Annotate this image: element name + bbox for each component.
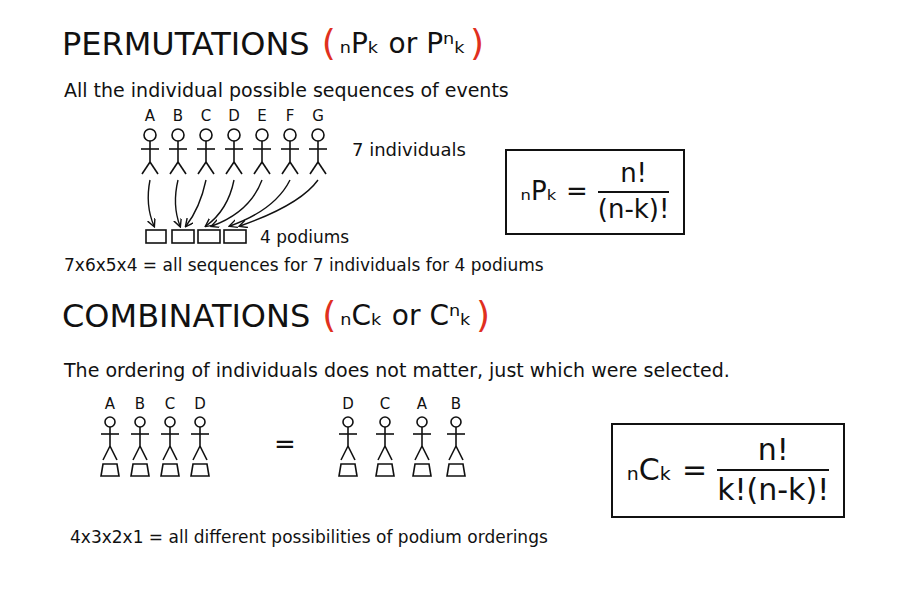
figure-on-podium — [101, 417, 119, 476]
person-letter: B — [135, 396, 145, 413]
formula-box: ₙCₖ = n!k!(n-k)! — [611, 423, 845, 518]
bracket: ( — [322, 22, 336, 63]
section-heading: PERMUTATIONS — [62, 26, 310, 63]
numerator: n! — [758, 433, 789, 470]
selection-arrow — [240, 180, 318, 226]
selection-arrow — [212, 180, 262, 226]
podium — [172, 230, 194, 243]
figure-on-podium — [339, 417, 357, 476]
person-letter: C — [201, 108, 211, 125]
figure-on-podium — [161, 417, 179, 476]
person-letter: D — [342, 396, 354, 413]
person-letter: D — [228, 108, 240, 125]
person-letter: D — [194, 396, 206, 413]
formula-lhs: ₙCₖ = — [627, 453, 707, 488]
description: The ordering of individuals does not mat… — [64, 360, 730, 382]
person-letter: A — [105, 396, 115, 413]
formula-box: ₙPₖ = n!(n-k)! — [505, 149, 686, 235]
stick-figure — [253, 129, 271, 174]
bracket: ) — [470, 22, 484, 63]
count-note: 4 podiums — [260, 228, 349, 248]
person-letter: G — [312, 108, 324, 125]
person-letter: C — [380, 396, 390, 413]
count-note: 7 individuals — [352, 140, 466, 161]
selection-arrow — [206, 180, 234, 226]
fraction: n!(n-k)! — [598, 159, 670, 225]
notation: ₙPₖ or Pⁿₖ — [340, 28, 466, 60]
stick-figure — [225, 129, 243, 174]
section-heading: COMBINATIONS — [62, 298, 310, 335]
bracket: ) — [476, 294, 490, 335]
podium — [146, 230, 166, 243]
formula-note: 7x6x5x4 = all sequences for 7 individual… — [64, 256, 544, 276]
description: All the individual possible sequences of… — [64, 80, 509, 102]
equals-sign: = — [274, 430, 296, 460]
notation: ₙCₖ or Cⁿₖ — [340, 300, 472, 332]
selection-arrow — [186, 180, 206, 226]
numerator: n! — [620, 159, 647, 191]
figure-on-podium — [447, 417, 465, 476]
figure-on-podium — [131, 417, 149, 476]
person-letter: F — [286, 108, 295, 125]
person-letter: A — [145, 108, 155, 125]
person-letter: E — [257, 108, 266, 125]
person-letter: C — [165, 396, 175, 413]
podium — [198, 230, 220, 243]
denominator: k!(n-k)! — [717, 469, 829, 508]
stick-figure — [197, 129, 215, 174]
selection-arrow — [175, 180, 180, 226]
person-letter: B — [173, 108, 183, 125]
bracket: ( — [322, 294, 336, 335]
stick-figure — [169, 129, 187, 174]
formula-lhs: ₙPₖ = — [521, 177, 588, 207]
podium — [224, 230, 246, 243]
fraction: n!k!(n-k)! — [717, 433, 829, 508]
denominator: (n-k)! — [598, 191, 670, 225]
selection-arrow — [148, 180, 154, 226]
person-letter: A — [417, 396, 427, 413]
person-letter: B — [451, 396, 461, 413]
figure-on-podium — [413, 417, 431, 476]
figure-on-podium — [376, 417, 394, 476]
figure-on-podium — [191, 417, 209, 476]
formula-note: 4x3x2x1 = all different possibilities of… — [70, 528, 548, 548]
stick-figure — [309, 129, 327, 174]
stick-figure — [141, 129, 159, 174]
stick-figure — [281, 129, 299, 174]
